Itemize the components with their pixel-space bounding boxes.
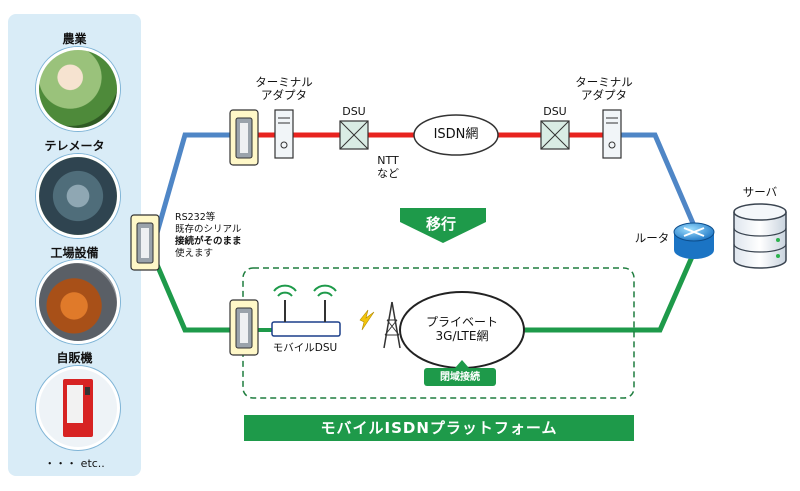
private-network-line1: プライベート	[425, 315, 498, 329]
serial-connector-top-icon	[229, 109, 259, 166]
category-label-telemeter: テレメータ	[44, 139, 105, 153]
rs232-note-line1: RS232等	[175, 212, 216, 223]
serial-connector-icon	[130, 214, 160, 271]
terminal-adapter-right-icon	[602, 109, 622, 159]
category-label-agriculture: 農業	[62, 32, 87, 46]
platform-banner: モバイルISDNプラットフォーム	[244, 415, 634, 441]
rs232-note-line3: 接続がそのまま	[175, 236, 242, 247]
terminal-adapter-left-icon	[274, 109, 294, 159]
dsu-right-icon	[540, 120, 570, 150]
blue-link-left	[152, 132, 232, 241]
factory-photo	[36, 260, 120, 344]
server-icon	[733, 203, 787, 269]
agriculture-photo	[36, 47, 120, 131]
lightning-icon	[359, 309, 375, 331]
dsu-left-label: DSU	[342, 105, 366, 118]
blue-link-right	[620, 132, 698, 229]
rs232-note: RS232等 既存のシリアル 接続がそのまま 使えます	[175, 212, 242, 260]
isdn-cloud-icon	[413, 114, 499, 156]
isdn-label: ISDN網	[433, 127, 479, 142]
cell-tower-icon	[383, 301, 401, 349]
private-network-label: プライベート 3G/LTE網	[412, 315, 512, 343]
server-label: サーバ	[742, 185, 778, 199]
rs232-note-line4: 使えます	[175, 248, 214, 259]
terminal-adapter-left-label: ターミナル アダプタ	[255, 75, 313, 102]
rs232-note-line2: 既存のシリアル	[175, 224, 242, 235]
router-icon	[673, 222, 715, 259]
closed-connection-tag	[424, 368, 496, 386]
ntt-label: NTT など	[377, 154, 399, 180]
mobile-dsu-label: モバイルDSU	[272, 342, 338, 354]
dsu-right-label: DSU	[543, 105, 567, 118]
router-label: ルータ	[634, 231, 670, 245]
telemeter-photo	[36, 154, 120, 238]
dsu-left-icon	[339, 120, 369, 150]
category-label-factory: 工場設備	[50, 246, 99, 260]
green-link-right	[520, 248, 698, 333]
mobile-dsu-icon	[271, 284, 341, 337]
migration-label: 移行	[426, 215, 457, 233]
closed-connection-label: 閉域接続	[440, 372, 480, 383]
private-network-line2: 3G/LTE網	[435, 329, 489, 343]
terminal-adapter-right-label: ターミナル アダプタ	[575, 75, 633, 102]
serial-connector-bottom-icon	[229, 299, 259, 356]
category-label-vending: 自販機	[56, 351, 93, 365]
migration-arrow-icon	[400, 208, 486, 243]
vending-photo	[36, 366, 120, 450]
etc-label: ・・・ etc..	[44, 457, 105, 470]
green-link-left	[152, 259, 232, 333]
